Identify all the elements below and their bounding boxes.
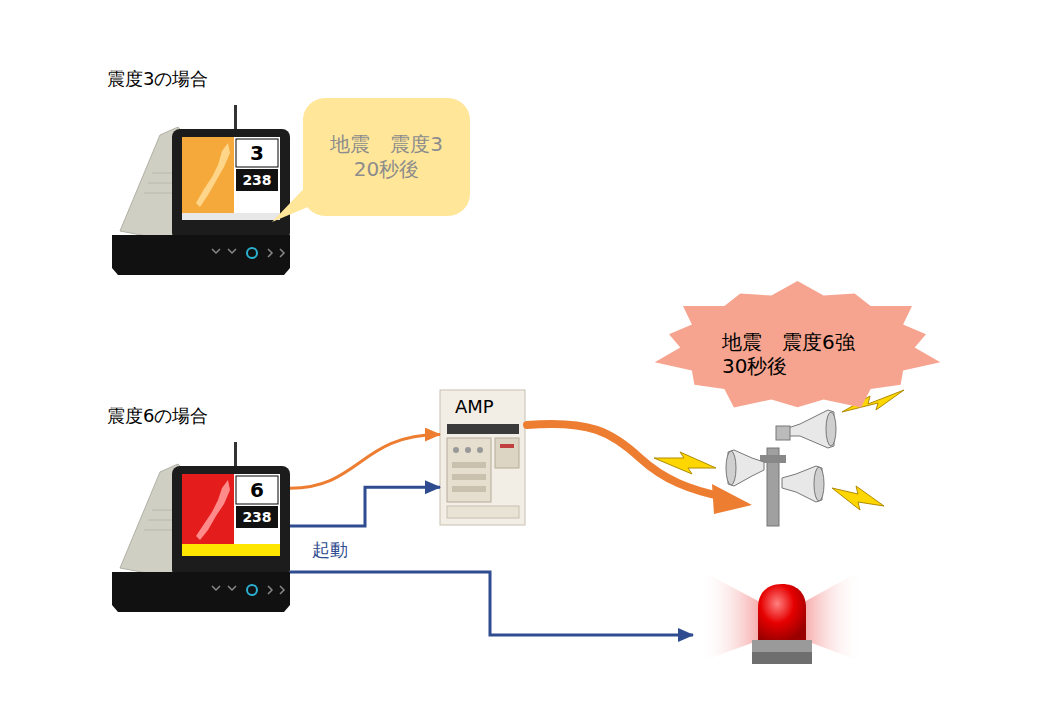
horn-mouth xyxy=(814,467,824,501)
intensity-box xyxy=(236,139,278,167)
screen-intensity: 3 xyxy=(236,139,278,167)
screen-intensity: 6 xyxy=(236,476,278,504)
vent xyxy=(152,510,174,511)
cabinet-body xyxy=(440,390,525,525)
vent xyxy=(152,173,174,174)
bubble-text: 地震 震度3 20秒後 xyxy=(322,132,452,182)
device-base xyxy=(112,572,290,612)
light-base xyxy=(752,640,812,652)
screen xyxy=(182,474,280,556)
alert-burst: 地震 震度6強 30秒後 xyxy=(650,280,945,415)
receiver-device xyxy=(112,442,290,612)
screen-countdown: 238 xyxy=(236,169,278,191)
case-heading: 震度6の場合 xyxy=(107,404,208,428)
device-frame xyxy=(172,129,290,241)
knob xyxy=(453,447,459,453)
knob xyxy=(465,447,471,453)
cabinet-panel xyxy=(495,438,519,468)
cabinet-slot xyxy=(452,462,486,468)
vent xyxy=(148,183,174,184)
light-base xyxy=(752,652,812,664)
screen xyxy=(182,137,280,219)
antenna xyxy=(234,442,237,470)
sound-bolt xyxy=(654,452,716,474)
vent xyxy=(148,520,174,521)
map-shape xyxy=(196,143,230,207)
cabinet-panel xyxy=(447,438,491,502)
device-buttons xyxy=(212,249,284,257)
device-base xyxy=(112,235,290,275)
light-glow xyxy=(700,570,760,662)
connector-label: 起動 xyxy=(312,538,348,562)
amp-box: AMP xyxy=(440,390,525,525)
connector-arrow xyxy=(290,487,440,526)
device-button xyxy=(247,248,257,258)
cabinet-panel xyxy=(447,424,519,434)
intensity-box xyxy=(236,476,278,504)
cabinet-slot xyxy=(452,486,486,492)
cabinet-slot xyxy=(452,474,486,480)
light-glow xyxy=(804,570,862,662)
receiver-device: 震度3の場合3238 xyxy=(112,103,290,275)
countdown-box xyxy=(236,169,278,191)
map-shape xyxy=(196,480,230,540)
receiver-device xyxy=(112,105,290,275)
antenna xyxy=(234,105,237,133)
device-button xyxy=(247,585,257,595)
horn-driver xyxy=(776,426,790,440)
indicator xyxy=(500,444,514,448)
burst-outline xyxy=(655,281,941,407)
horn-mouth xyxy=(826,412,836,446)
speech-bubble: 地震 震度3 20秒後 xyxy=(303,98,470,216)
cabinet-panel xyxy=(447,506,519,518)
trigger-wire xyxy=(290,572,693,635)
light-dome xyxy=(758,584,806,640)
countdown-box xyxy=(236,506,278,528)
amp-label: AMP xyxy=(455,396,494,417)
horn-mouth xyxy=(726,451,736,485)
burst-text: 地震 震度6強 30秒後 xyxy=(722,330,874,378)
receiver-device: 震度6の場合6238 xyxy=(112,440,290,612)
screen-band xyxy=(182,213,280,220)
connector-arrow xyxy=(290,435,440,489)
screen-countdown: 238 xyxy=(236,506,278,528)
knob xyxy=(477,447,483,453)
sound-bolt xyxy=(832,486,884,510)
device-buttons xyxy=(212,586,284,594)
screen-band xyxy=(182,544,280,556)
screen-map xyxy=(182,474,234,544)
device-frame xyxy=(172,466,290,578)
vent xyxy=(144,193,174,194)
audio-arrow xyxy=(527,424,724,497)
speaker-pole xyxy=(726,410,836,526)
rotating-light xyxy=(700,570,862,664)
screen-map xyxy=(182,137,234,213)
case-heading: 震度3の場合 xyxy=(107,67,208,91)
vent xyxy=(144,530,174,531)
amp-cabinet xyxy=(440,390,525,525)
arrow-head xyxy=(712,484,752,514)
